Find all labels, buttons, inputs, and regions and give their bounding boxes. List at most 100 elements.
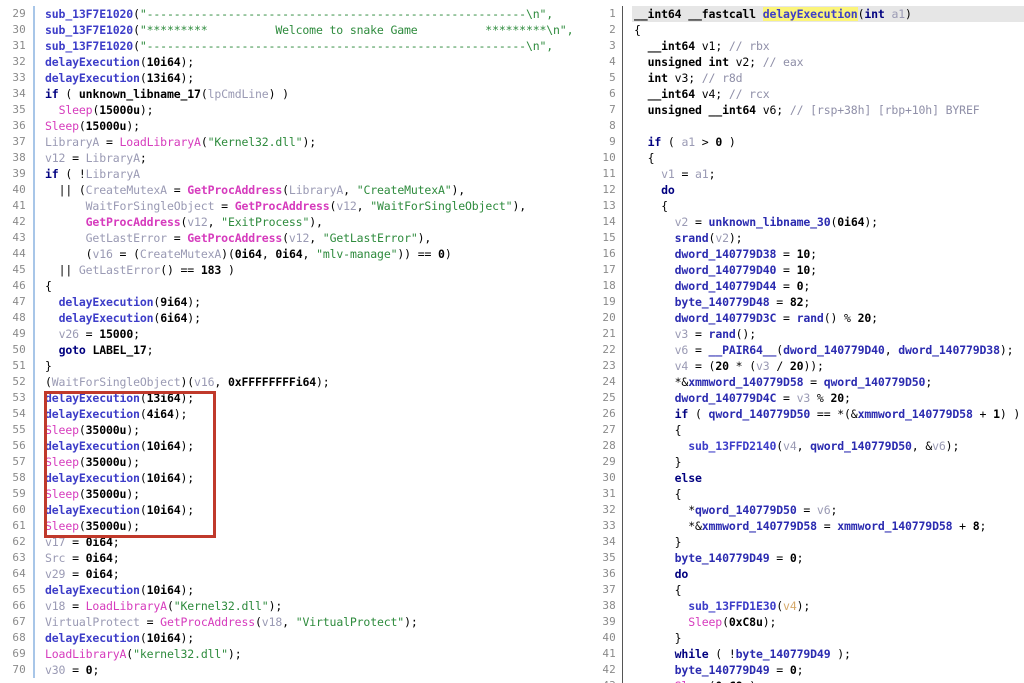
- code-text[interactable]: do: [634, 182, 1024, 198]
- code-line[interactable]: 23 v4 = (20 * (v3 / 20));: [598, 358, 1024, 374]
- code-line[interactable]: 9 if ( a1 > 0 ): [598, 134, 1024, 150]
- code-line[interactable]: 40 || (CreateMutexA = GetProcAddress(Lib…: [0, 182, 598, 198]
- code-text[interactable]: delayExecution(10i64);: [45, 438, 598, 454]
- code-text[interactable]: if ( !LibraryA: [45, 166, 598, 182]
- code-line[interactable]: 49 v26 = 15000;: [0, 326, 598, 342]
- code-line[interactable]: 43 Sleep(0xC8u);: [598, 678, 1024, 683]
- code-text[interactable]: Sleep(35000u);: [45, 454, 598, 470]
- code-line[interactable]: 17 dword_140779D40 = 10;: [598, 262, 1024, 278]
- code-line[interactable]: 4 unsigned int v2; // eax: [598, 54, 1024, 70]
- code-text[interactable]: v3 = rand();: [634, 326, 1024, 342]
- code-text[interactable]: v29 = 0i64;: [45, 566, 598, 582]
- code-text[interactable]: *&xmmword_140779D58 = xmmword_140779D58 …: [634, 518, 1024, 534]
- code-text[interactable]: __int64 v1; // rbx: [634, 38, 1024, 54]
- code-text[interactable]: unsigned int v2; // eax: [634, 54, 1024, 70]
- code-text[interactable]: else: [634, 470, 1024, 486]
- code-text[interactable]: v18 = LoadLibraryA("Kernel32.dll");: [45, 598, 598, 614]
- code-text[interactable]: dword_140779D40 = 10;: [634, 262, 1024, 278]
- code-text[interactable]: if ( unknown_libname_17(lpCmdLine) ): [45, 86, 598, 102]
- code-text[interactable]: sub_13F7E1020("-------------------------…: [45, 6, 598, 22]
- code-line[interactable]: 26 if ( qword_140779D50 == *(&xmmword_14…: [598, 406, 1024, 422]
- code-line[interactable]: 47 delayExecution(9i64);: [0, 294, 598, 310]
- code-line[interactable]: 46{: [0, 278, 598, 294]
- code-text[interactable]: {: [45, 278, 598, 294]
- code-text[interactable]: Src = 0i64;: [45, 550, 598, 566]
- code-text[interactable]: || GetLastError() == 183 ): [45, 262, 598, 278]
- code-text[interactable]: delayExecution(10i64);: [45, 502, 598, 518]
- code-text[interactable]: {: [634, 22, 1024, 38]
- code-line[interactable]: 34 }: [598, 534, 1024, 550]
- code-line[interactable]: 35 byte_140779D49 = 0;: [598, 550, 1024, 566]
- code-line[interactable]: 10 {: [598, 150, 1024, 166]
- right-code-listing[interactable]: 1__int64 __fastcall delayExecution(int a…: [598, 0, 1024, 683]
- code-line[interactable]: 31 {: [598, 486, 1024, 502]
- code-line[interactable]: 8: [598, 118, 1024, 134]
- code-line[interactable]: 33 *&xmmword_140779D58 = xmmword_140779D…: [598, 518, 1024, 534]
- code-line[interactable]: 13 {: [598, 198, 1024, 214]
- code-text[interactable]: byte_140779D49 = 0;: [634, 550, 1024, 566]
- code-line[interactable]: 29 }: [598, 454, 1024, 470]
- code-line[interactable]: 45 || GetLastError() == 183 ): [0, 262, 598, 278]
- code-text[interactable]: __int64 v4; // rcx: [634, 86, 1024, 102]
- code-text[interactable]: dword_140779D44 = 0;: [634, 278, 1024, 294]
- code-text[interactable]: VirtualProtect = GetProcAddress(v18, "Vi…: [45, 614, 598, 630]
- code-line[interactable]: 41 while ( !byte_140779D49 );: [598, 646, 1024, 662]
- code-text[interactable]: if ( a1 > 0 ): [634, 134, 1024, 150]
- code-line[interactable]: 48 delayExecution(6i64);: [0, 310, 598, 326]
- code-line[interactable]: 39 Sleep(0xC8u);: [598, 614, 1024, 630]
- code-line[interactable]: 28 sub_13FFD2140(v4, qword_140779D50, &v…: [598, 438, 1024, 454]
- code-text[interactable]: GetLastError = GetProcAddress(v12, "GetL…: [45, 230, 598, 246]
- code-text[interactable]: *&xmmword_140779D58 = qword_140779D50;: [634, 374, 1024, 390]
- code-text[interactable]: WaitForSingleObject = GetProcAddress(v12…: [45, 198, 598, 214]
- code-text[interactable]: Sleep(15000u);: [45, 102, 598, 118]
- code-line[interactable]: 25 dword_140779D4C = v3 % 20;: [598, 390, 1024, 406]
- code-line[interactable]: 42 GetProcAddress(v12, "ExitProcess"),: [0, 214, 598, 230]
- code-text[interactable]: {: [634, 150, 1024, 166]
- code-text[interactable]: if ( qword_140779D50 == *(&xmmword_14077…: [634, 406, 1024, 422]
- code-text[interactable]: {: [634, 582, 1024, 598]
- code-line[interactable]: 40 }: [598, 630, 1024, 646]
- code-text[interactable]: (v16 = (CreateMutexA)(0i64, 0i64, "mlv-m…: [45, 246, 598, 262]
- code-text[interactable]: (WaitForSingleObject)(v16, 0xFFFFFFFFi64…: [45, 374, 598, 390]
- code-text[interactable]: unsigned __int64 v6; // [rsp+38h] [rbp+1…: [634, 102, 1024, 118]
- code-text[interactable]: v12 = LibraryA;: [45, 150, 598, 166]
- code-text[interactable]: GetProcAddress(v12, "ExitProcess"),: [45, 214, 598, 230]
- code-text[interactable]: delayExecution(9i64);: [45, 294, 598, 310]
- code-text[interactable]: sub_13FFD1E30(v4);: [634, 598, 1024, 614]
- code-text[interactable]: byte_140779D48 = 82;: [634, 294, 1024, 310]
- code-line[interactable]: 35 Sleep(15000u);: [0, 102, 598, 118]
- code-text[interactable]: }: [634, 630, 1024, 646]
- code-text[interactable]: {: [634, 198, 1024, 214]
- code-line[interactable]: 51}: [0, 358, 598, 374]
- code-line[interactable]: 16 dword_140779D38 = 10;: [598, 246, 1024, 262]
- code-text[interactable]: Sleep(0xC8u);: [634, 614, 1024, 630]
- code-line[interactable]: 52(WaitForSingleObject)(v16, 0xFFFFFFFFi…: [0, 374, 598, 390]
- code-line[interactable]: 37 {: [598, 582, 1024, 598]
- code-line[interactable]: 1__int64 __fastcall delayExecution(int a…: [598, 6, 1024, 22]
- right-pseudocode-pane[interactable]: 1__int64 __fastcall delayExecution(int a…: [598, 0, 1024, 683]
- code-text[interactable]: v2 = unknown_libname_30(0i64);: [634, 214, 1024, 230]
- code-line[interactable]: 18 dword_140779D44 = 0;: [598, 278, 1024, 294]
- code-line[interactable]: 36 do: [598, 566, 1024, 582]
- code-text[interactable]: dword_140779D3C = rand() % 20;: [634, 310, 1024, 326]
- code-text[interactable]: goto LABEL_17;: [45, 342, 598, 358]
- code-text[interactable]: Sleep(15000u);: [45, 118, 598, 134]
- code-line[interactable]: 21 v3 = rand();: [598, 326, 1024, 342]
- code-text[interactable]: delayExecution(10i64);: [45, 470, 598, 486]
